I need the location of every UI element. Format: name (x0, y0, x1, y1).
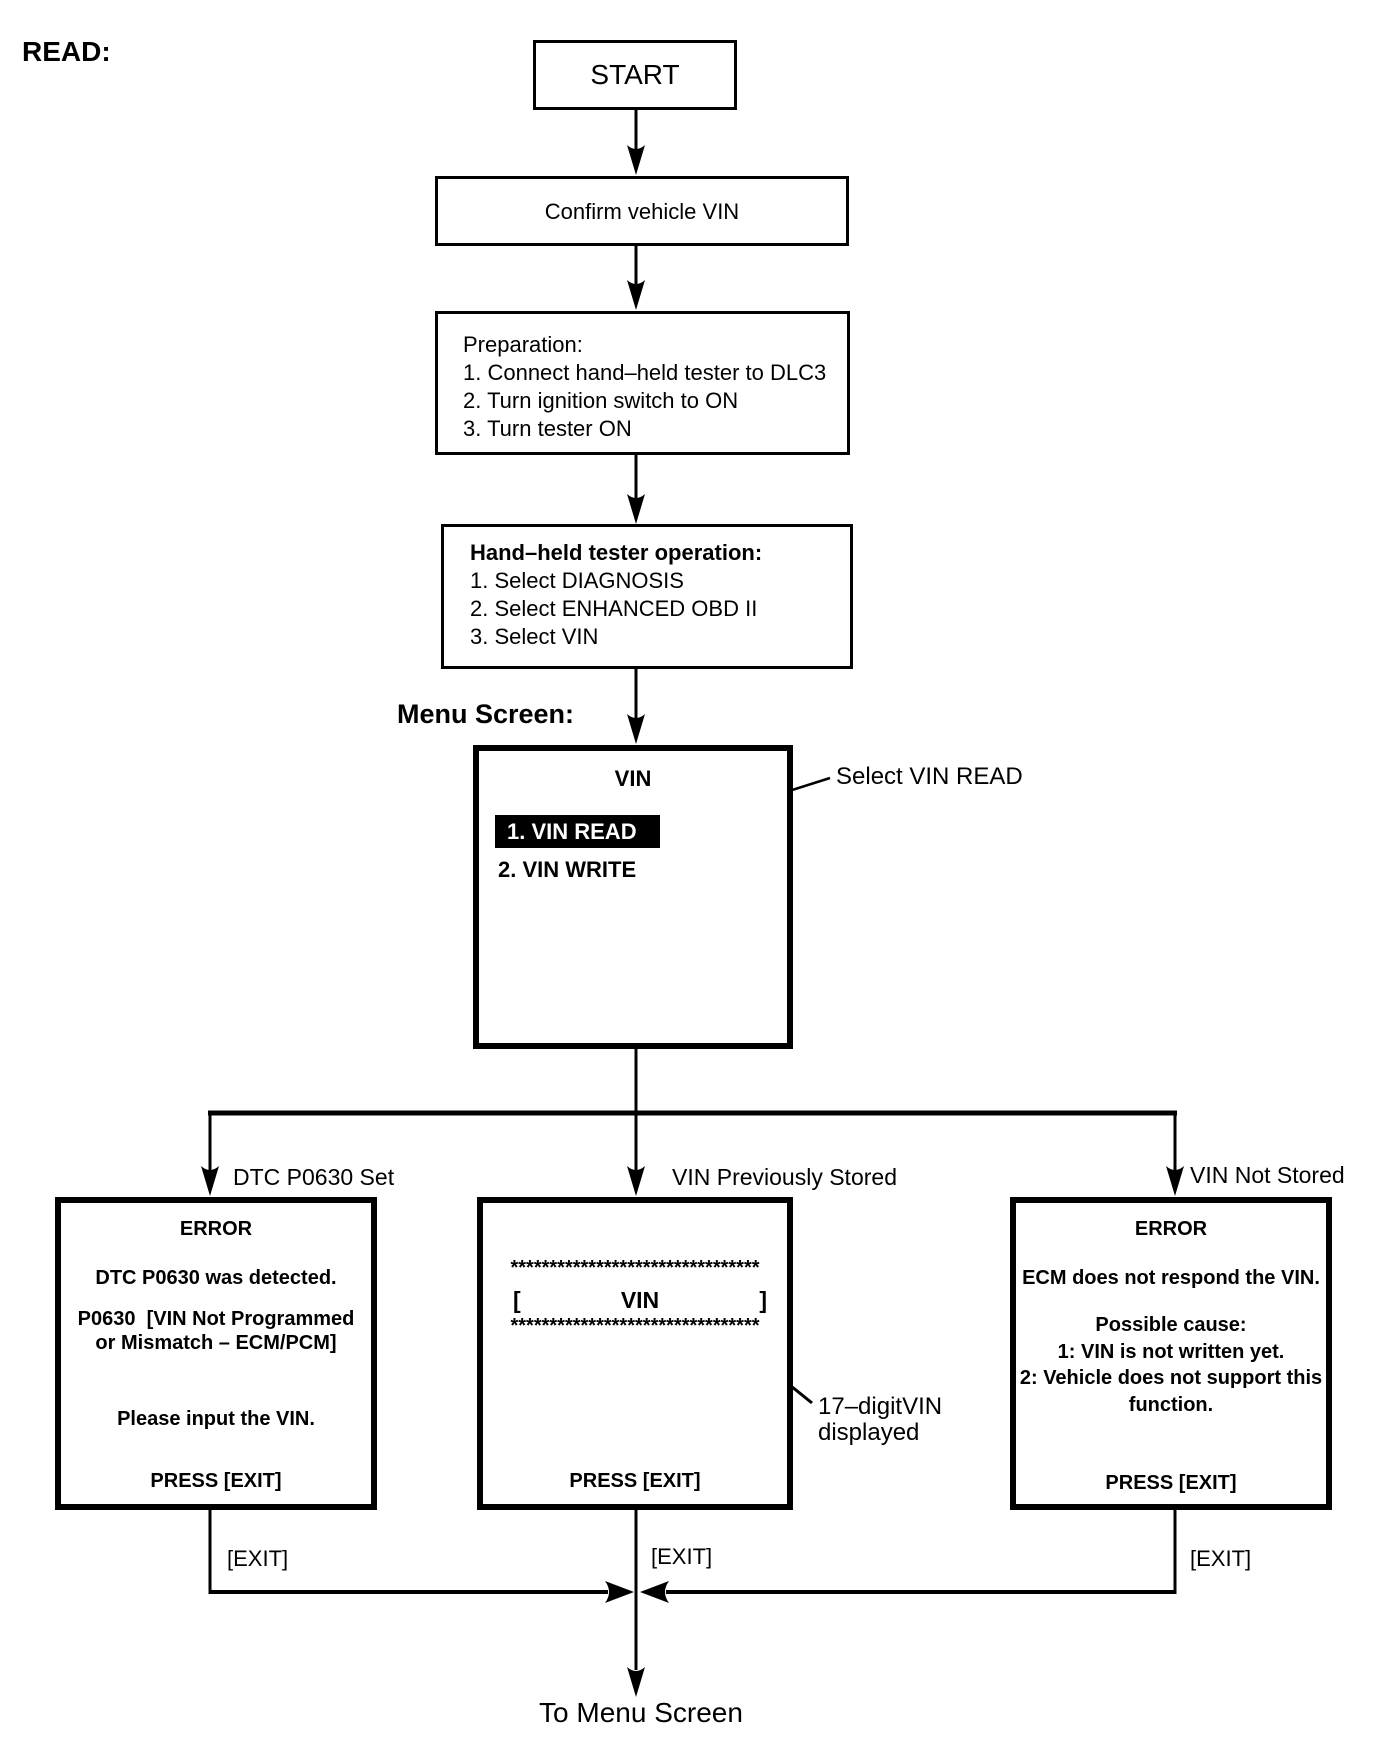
exit-label-middle: [EXIT] (651, 1544, 713, 1569)
error-ecm-title: ERROR (1134, 1218, 1208, 1240)
arrowhead-merge-right (640, 1581, 669, 1603)
error-ecm-node: ERROR ECM does not respond the VIN. Poss… (1010, 1197, 1332, 1510)
start-label: START (590, 59, 680, 90)
menu-screen-heading: Menu Screen: (397, 699, 575, 729)
start-node: START (533, 40, 737, 110)
error-dtc-line-2: P0630 [VIN Not Programmed (77, 1308, 355, 1330)
error-ecm-line-2: Possible cause: (1095, 1314, 1247, 1336)
tester-operation-step-3: 3. Select VIN (470, 624, 599, 649)
branch-label-vin-not-stored: VIN Not Stored (1190, 1162, 1345, 1188)
exit-label-left: [EXIT] (227, 1546, 289, 1571)
preparation-title: Preparation: (463, 332, 583, 357)
vin-digits-callout-line-1: 17–digitVIN (818, 1393, 943, 1420)
preparation-node: Preparation: 1. Connect hand–held tester… (435, 311, 850, 455)
vin-display-label: VIN (620, 1287, 660, 1313)
branch-label-vin-stored: VIN Previously Stored (672, 1164, 897, 1190)
arrowhead-start-confirm (627, 145, 645, 175)
confirm-vin-node: Confirm vehicle VIN (435, 176, 849, 246)
error-dtc-line-1: DTC P0630 was detected. (95, 1267, 337, 1289)
to-menu-screen-label: To Menu Screen (539, 1697, 743, 1728)
error-ecm-line-5: function. (1128, 1394, 1214, 1416)
vin-display-stars-bottom: ******************************** (510, 1315, 760, 1337)
confirm-vin-label: Confirm vehicle VIN (544, 198, 740, 224)
menu-item-vin-read: 1. VIN READ (495, 815, 660, 848)
error-ecm-line-4: 2: Vehicle does not support this (1019, 1367, 1323, 1389)
select-vin-read-callout: Select VIN READ (836, 763, 1023, 790)
vin-digits-callout: 17–digitVIN displayed (818, 1394, 942, 1446)
tester-operation-title: Hand–held tester operation: (470, 540, 763, 565)
menu-item-vin-write: 2. VIN WRITE (498, 857, 637, 882)
preparation-step-1: 1. Connect hand–held tester to DLC3 (463, 360, 827, 385)
vin-digits-callout-line-2: displayed (818, 1419, 920, 1446)
exit-label-right: [EXIT] (1190, 1546, 1252, 1571)
arrowhead-confirm-preparation (627, 280, 645, 310)
error-dtc-title: ERROR (179, 1218, 253, 1240)
vin-bracket-close: ] (759, 1287, 767, 1313)
tester-operation-node: Hand–held tester operation: 1. Select DI… (441, 524, 853, 669)
vin-bracket-open: [ (513, 1287, 521, 1313)
error-dtc-node: ERROR DTC P0630 was detected. P0630 [VIN… (55, 1197, 377, 1510)
vin-display-row: [ VIN ] (513, 1287, 767, 1314)
arrowhead-to-menu-screen (627, 1667, 645, 1697)
error-dtc-line-3: or Mismatch – ECM/PCM] (95, 1332, 337, 1354)
error-ecm-line-1: ECM does not respond the VIN. (1022, 1267, 1320, 1289)
branch-label-dtc-set: DTC P0630 Set (233, 1164, 395, 1190)
arrowhead-left-box (201, 1166, 219, 1196)
error-dtc-line-4: Please input the VIN. (117, 1408, 315, 1430)
arrowhead-merge-left (605, 1581, 634, 1603)
preparation-step-2: 2. Turn ignition switch to ON (463, 388, 739, 413)
arrowhead-right-box (1166, 1166, 1184, 1196)
vin-display-stars-top: ******************************** (510, 1257, 760, 1279)
arrowhead-middle-box (627, 1166, 645, 1196)
arrowhead-preparation-tester (627, 494, 645, 524)
vin-display-press-exit: PRESS [EXIT] (569, 1470, 701, 1492)
read-heading: READ: (22, 36, 111, 67)
preparation-step-3: 3. Turn tester ON (463, 416, 632, 441)
vin-display-node: ******************************** [ VIN ]… (477, 1197, 793, 1510)
error-dtc-press-exit: PRESS [EXIT] (150, 1470, 282, 1492)
tester-operation-step-2: 2. Select ENHANCED OBD II (470, 596, 758, 621)
error-ecm-line-3: 1: VIN is not written yet. (1057, 1341, 1285, 1363)
error-ecm-press-exit: PRESS [EXIT] (1105, 1472, 1237, 1494)
menu-screen-node: VIN 1. VIN READ 2. VIN WRITE (473, 745, 793, 1049)
menu-title: VIN (614, 766, 652, 791)
arrowhead-tester-menu (627, 714, 645, 744)
tester-operation-step-1: 1. Select DIAGNOSIS (470, 568, 684, 593)
